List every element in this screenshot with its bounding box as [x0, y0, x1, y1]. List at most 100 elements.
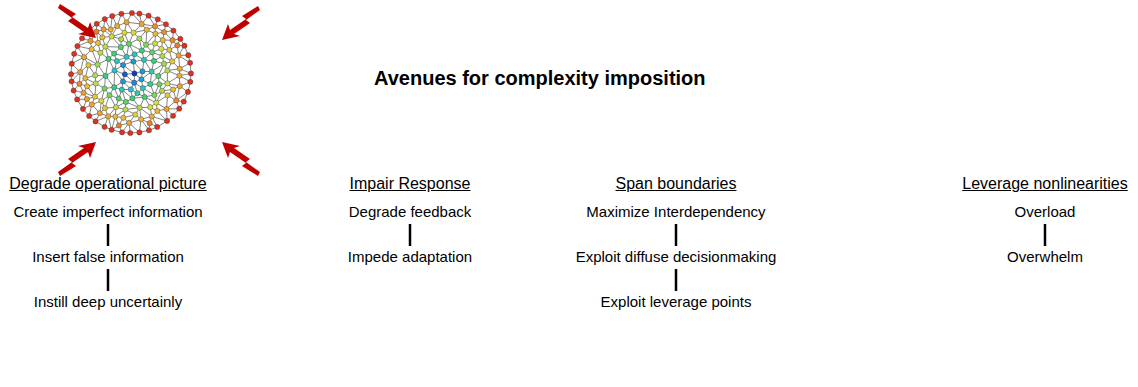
graph-node: [185, 89, 190, 94]
graph-node: [118, 44, 123, 49]
graph-node: [123, 99, 128, 104]
graph-node: [177, 66, 182, 71]
graph-node: [119, 130, 124, 135]
graph-node: [155, 124, 160, 129]
graph-node: [88, 38, 93, 43]
graph-node: [71, 88, 76, 93]
graph-node: [116, 123, 121, 128]
graph-node: [124, 54, 129, 59]
graph-node: [163, 22, 168, 27]
graph-node: [155, 108, 160, 113]
graph-node: [165, 93, 170, 98]
graph-node: [151, 58, 156, 63]
graph-node: [106, 56, 111, 61]
graph-node: [81, 90, 86, 95]
graph-node: [149, 114, 154, 119]
graph-node: [82, 55, 87, 60]
graph-node: [152, 41, 157, 46]
graph-node: [126, 120, 131, 125]
column-item: Exploit leverage points: [601, 293, 752, 311]
graph-node: [112, 85, 117, 90]
graph-node: [77, 81, 82, 86]
graph-node: [181, 99, 186, 104]
graph-node: [160, 53, 165, 58]
graph-node: [119, 87, 124, 92]
graph-node: [69, 79, 74, 84]
graph-node: [108, 27, 113, 32]
graph-node: [79, 36, 84, 41]
graph-node: [152, 24, 157, 29]
graph-node: [133, 112, 138, 117]
graph-node: [138, 117, 143, 122]
graph-node: [144, 27, 149, 32]
graph-node: [132, 71, 137, 76]
column-item: Maximize Interdependency: [586, 203, 765, 221]
graph-node: [109, 127, 114, 132]
graph-node: [95, 40, 100, 45]
graph-node: [128, 87, 133, 92]
graph-node: [139, 48, 144, 53]
graph-node: [137, 105, 142, 110]
graph-node: [126, 41, 131, 46]
graph-node: [135, 91, 140, 96]
graph-node: [153, 31, 158, 36]
graph-node: [121, 115, 126, 120]
graph-node: [113, 105, 118, 110]
lightning-bolt: [222, 6, 260, 40]
graph-node: [113, 114, 118, 119]
column-heading: Impair Response: [350, 174, 471, 193]
graph-node: [112, 68, 117, 73]
graph-node: [148, 105, 153, 110]
graph-node: [122, 72, 127, 77]
graph-node: [132, 52, 137, 57]
graph-node: [182, 43, 187, 48]
graph-node: [131, 59, 136, 64]
column-item: Insert false information: [32, 248, 184, 266]
graph-node: [80, 106, 85, 111]
graph-node: [122, 30, 127, 35]
graph-node: [137, 36, 142, 41]
graph-node: [102, 124, 107, 129]
graph-node: [188, 60, 193, 65]
graph-node: [186, 53, 191, 58]
connector-bar: [675, 224, 678, 246]
graph-node: [156, 73, 161, 78]
graph-node: [84, 84, 89, 89]
connector-bar: [107, 224, 110, 246]
graph-node: [107, 93, 112, 98]
graph-node: [170, 113, 175, 118]
graph-node: [116, 96, 121, 101]
graph-node: [149, 69, 154, 74]
column-item: Degrade feedback: [349, 203, 472, 221]
graph-node: [75, 97, 80, 102]
column-heading: Span boundaries: [616, 174, 737, 193]
connector-bars: [108, 224, 1045, 291]
column-heading: Leverage nonlinearities: [962, 174, 1127, 193]
graph-node: [137, 11, 142, 16]
graph-node: [97, 111, 102, 116]
graph-node: [157, 82, 162, 87]
graph-node: [84, 96, 89, 101]
lightning-bolts: [58, 4, 260, 176]
graph-node: [114, 58, 119, 63]
diagram-title: Avenues for complexity imposition: [374, 66, 706, 90]
graph-node: [72, 51, 77, 56]
graph-node: [176, 53, 181, 58]
graph-node: [159, 46, 164, 51]
graph-node: [161, 29, 166, 34]
graph-node: [130, 96, 135, 101]
graph-node: [171, 28, 176, 33]
graph-node: [140, 86, 145, 91]
graph-node: [174, 98, 179, 103]
graph-node: [115, 23, 120, 28]
graph-node: [146, 128, 151, 133]
graph-node: [94, 29, 99, 34]
connector-bar: [1044, 224, 1047, 246]
graph-node: [171, 87, 176, 92]
column-item: Overwhelm: [1007, 248, 1083, 266]
graph-node: [78, 69, 83, 74]
graph-node: [129, 10, 134, 15]
lightning-bolt: [58, 142, 96, 176]
graph-node: [131, 30, 136, 35]
